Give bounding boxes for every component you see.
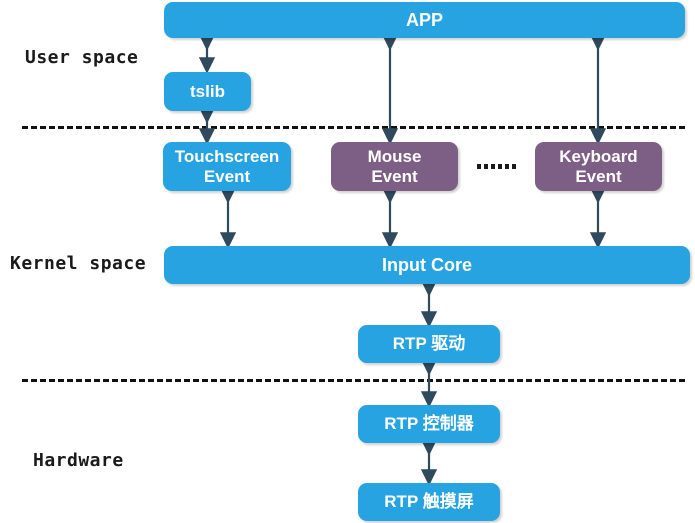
node-rtp-panel[interactable]: RTP 触摸屏 bbox=[358, 483, 500, 521]
layer-label-kernel-space: Kernel space bbox=[10, 253, 147, 274]
node-mouse-event-label-line2: Event bbox=[371, 166, 418, 186]
node-app[interactable]: APP bbox=[164, 2, 685, 38]
node-keyboard-event-label-line1: Keyboard bbox=[559, 146, 638, 166]
node-app-label: APP bbox=[405, 9, 443, 30]
ellipsis-dot bbox=[491, 164, 495, 169]
kernel-hardware-boundary-line bbox=[22, 379, 685, 382]
node-input-core[interactable]: Input Core bbox=[164, 246, 690, 284]
layer-label-hardware: Hardware bbox=[33, 450, 124, 471]
node-mouse-event-label-line1: Mouse bbox=[367, 146, 422, 166]
node-keyboard-event-label-line2: Event bbox=[575, 166, 622, 186]
ellipsis-dot bbox=[505, 164, 509, 169]
node-mouse-event[interactable]: Mouse Event bbox=[331, 142, 458, 191]
node-touchscreen-event-label-line1: Touchscreen bbox=[174, 146, 280, 166]
node-input-core-label: Input Core bbox=[382, 254, 472, 275]
node-rtp-driver-label: RTP 驱动 bbox=[392, 334, 466, 354]
ellipsis-dot bbox=[477, 164, 481, 169]
layer-label-user-space: User space bbox=[25, 47, 139, 68]
user-kernel-boundary-line bbox=[22, 126, 685, 129]
ellipsis-dot bbox=[512, 164, 516, 169]
ellipsis-dot bbox=[498, 164, 502, 169]
node-keyboard-event[interactable]: Keyboard Event bbox=[535, 142, 662, 191]
node-tslib[interactable]: tslib bbox=[164, 72, 251, 111]
node-rtp-driver[interactable]: RTP 驱动 bbox=[358, 325, 500, 363]
node-rtp-controller-label: RTP 控制器 bbox=[384, 414, 474, 434]
node-touchscreen-event[interactable]: Touchscreen Event bbox=[163, 142, 291, 191]
node-touchscreen-event-label-line2: Event bbox=[203, 166, 251, 186]
ellipsis-dot bbox=[484, 164, 488, 169]
node-tslib-label: tslib bbox=[190, 81, 225, 101]
node-rtp-controller[interactable]: RTP 控制器 bbox=[358, 405, 500, 443]
ellipsis-indicator bbox=[477, 164, 516, 169]
node-rtp-panel-label: RTP 触摸屏 bbox=[384, 492, 474, 512]
